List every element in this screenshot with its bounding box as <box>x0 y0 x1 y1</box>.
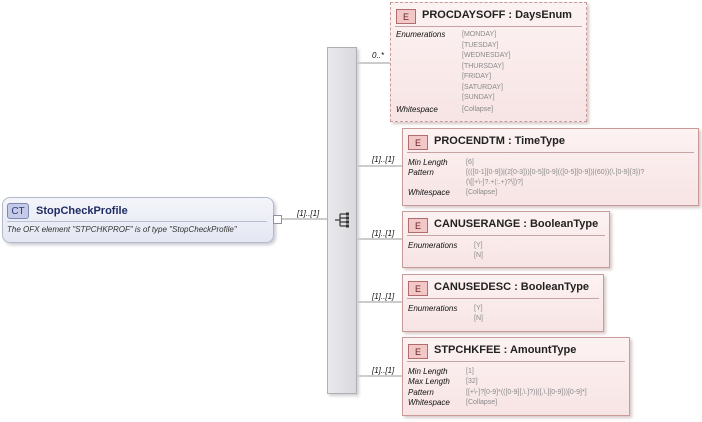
facet-value: [[+\-]?[0-9]*(([0-9][,\.]?)|([,\.][0-9])… <box>466 389 587 396</box>
cardinality-label: [1]..[1] <box>372 292 395 301</box>
facet-value: [32] <box>466 378 478 385</box>
element-title: STPCHKFEE : AmountType <box>434 344 577 356</box>
facet-label: Whitespace <box>396 105 438 114</box>
element-box-canuserange[interactable]: E CANUSERANGE : BooleanType Enumerations… <box>402 211 610 268</box>
facet-label: Min Length <box>408 158 448 167</box>
facet-label: Min Length <box>408 367 448 376</box>
facet-value: [Y] <box>474 242 483 249</box>
facet-value: [Collapse] <box>466 399 498 406</box>
facet-value: [(([0-1][0-9])|(2[0-3]))[0-5][0-9](([0-5… <box>466 169 645 176</box>
complex-type-header: CT StopCheckProfile <box>7 203 128 219</box>
element-box-procdaysoff[interactable]: E PROCDAYSOFF : DaysEnum Enumerations [M… <box>390 2 587 122</box>
element-title: PROCDAYSOFF : DaysEnum <box>422 9 572 21</box>
facet-value: [Collapse] <box>462 106 494 113</box>
element-badge-icon: E <box>408 218 428 233</box>
complex-type-name: StopCheckProfile <box>36 205 128 217</box>
element-divider <box>407 361 625 362</box>
facet-value: [THURSDAY] <box>462 62 504 70</box>
cardinality-label: [1]..[1] <box>372 229 395 238</box>
facet-value: [N] <box>474 252 483 259</box>
element-box-stpchkfee[interactable]: E STPCHKFEE : AmountType Min Length [1] … <box>402 337 630 416</box>
facet-label: Enumerations <box>408 304 458 313</box>
element-divider <box>407 235 605 236</box>
facet-label: Pattern <box>408 388 434 397</box>
element-box-canusedesc[interactable]: E CANUSEDESC : BooleanType Enumerations … <box>402 274 604 332</box>
facet-value: [FRIDAY] <box>462 73 492 80</box>
complex-type-badge-icon: CT <box>7 203 29 219</box>
facet-value: [Y] <box>474 305 483 312</box>
complex-type-box[interactable]: CT StopCheckProfile The OFX element "STP… <box>2 197 274 243</box>
element-title: PROCENDTM : TimeType <box>434 135 565 147</box>
element-badge-icon: E <box>408 281 428 296</box>
element-divider <box>395 26 582 27</box>
element-box-procendtm[interactable]: E PROCENDTM : TimeType Min Length [6] Pa… <box>402 128 699 206</box>
facet-value: (\[[+\-]?.+(:.+)?\])?] <box>466 179 523 186</box>
element-divider <box>407 152 694 153</box>
cardinality-label: [1]..[1] <box>372 366 395 375</box>
facet-value: [1] <box>466 368 474 375</box>
facet-label: Pattern <box>408 168 434 177</box>
sequence-compositor[interactable] <box>327 47 357 394</box>
facet-label: Enumerations <box>408 241 458 250</box>
facet-label: Max Length <box>408 377 450 386</box>
facet-value: [SUNDAY] <box>462 94 495 101</box>
facet-value: [Collapse] <box>466 189 498 196</box>
facet-value: [N] <box>474 315 483 322</box>
facet-label: Enumerations <box>396 30 446 39</box>
sequence-icon <box>335 212 349 228</box>
element-title: CANUSERANGE : BooleanType <box>434 218 599 230</box>
element-title: CANUSEDESC : BooleanType <box>434 281 590 293</box>
facet-value: [TUESDAY] <box>462 41 499 49</box>
facet-label: Whitespace <box>408 188 450 197</box>
element-badge-icon: E <box>408 135 428 150</box>
facet-value: [MONDAY] <box>462 31 497 38</box>
element-badge-icon: E <box>408 344 428 359</box>
complex-type-divider <box>7 221 267 222</box>
facet-value: [6] <box>466 159 474 166</box>
facet-value: [SATURDAY] <box>462 83 503 91</box>
complex-type-description: The OFX element "STPCHKPROF" is of type … <box>7 225 237 234</box>
cardinality-label: [1]..[1] <box>372 155 395 164</box>
main-cardinality: [1]..[1] <box>297 209 320 218</box>
element-badge-icon: E <box>396 9 416 24</box>
cardinality-label: 0..* <box>372 51 385 60</box>
expand-connector-icon[interactable] <box>273 215 282 224</box>
element-divider <box>407 298 599 299</box>
facet-label: Whitespace <box>408 398 450 407</box>
facet-value: [WEDNESDAY] <box>462 52 511 59</box>
